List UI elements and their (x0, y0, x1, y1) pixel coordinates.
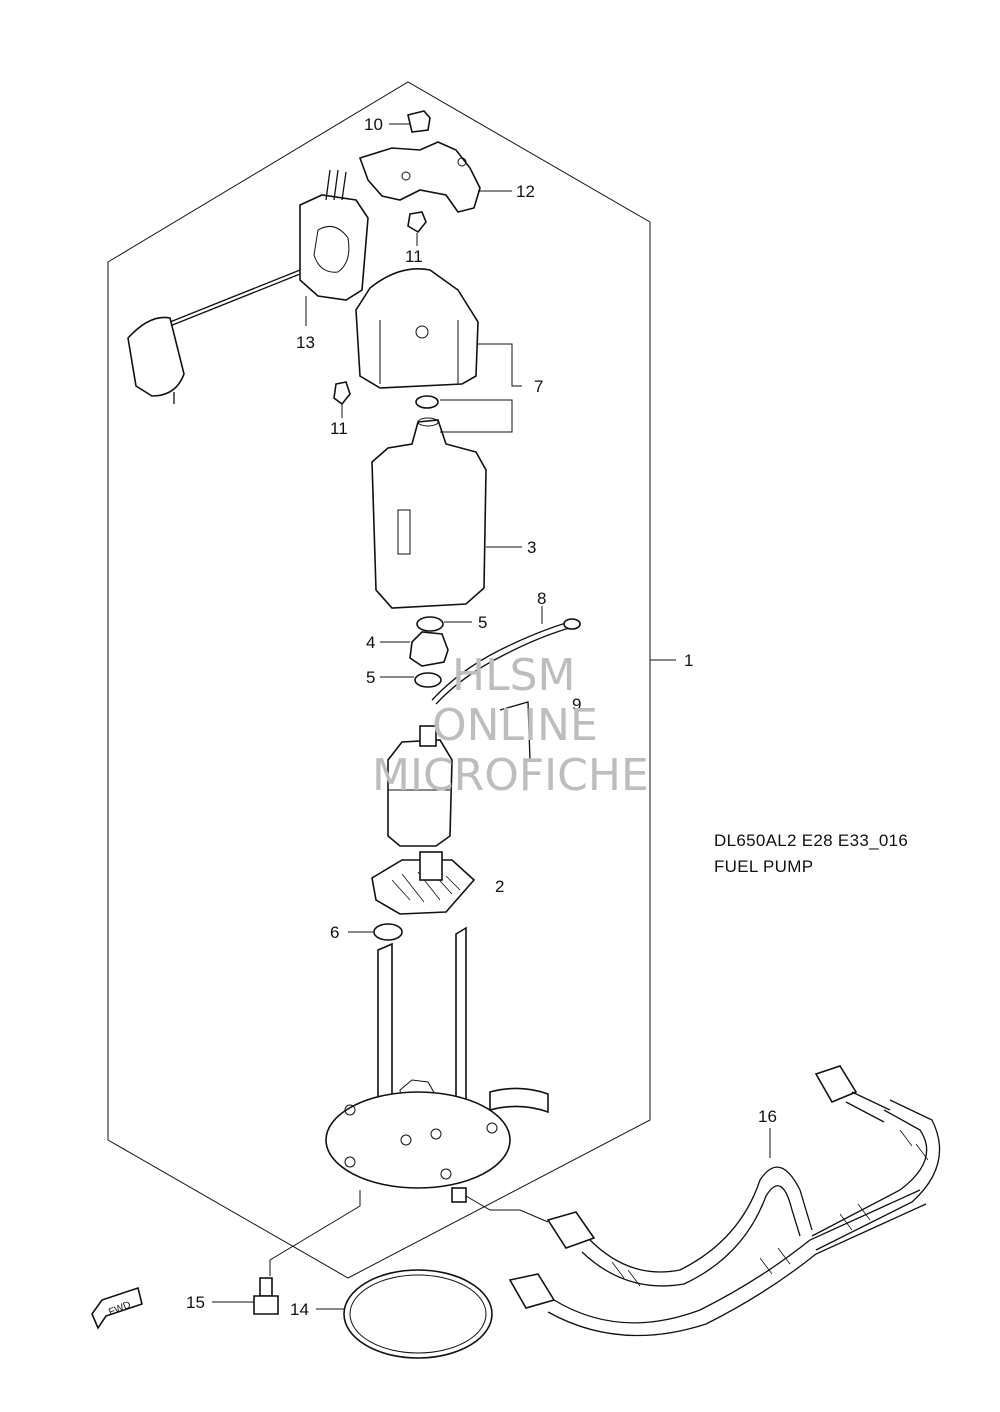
clip (407, 110, 431, 133)
pump-bracket-frame (377, 926, 467, 1136)
bolt (253, 1277, 279, 1315)
callout-9: 9 (572, 695, 581, 714)
o-ring-5-upper (416, 616, 444, 632)
bracket (358, 141, 481, 213)
watermark-line-2: ONLINE (432, 700, 598, 751)
callout-10: 10 (364, 115, 383, 134)
fuel-pump-motor (387, 725, 453, 847)
nut-lower (333, 381, 351, 406)
watermark-line-1: HLSM (452, 650, 576, 701)
fuel-level-gauge (127, 169, 369, 404)
callout-6: 6 (330, 923, 339, 942)
filter-cover (355, 268, 479, 389)
callout-1: 1 (684, 651, 693, 670)
callout-11-lower: 11 (330, 419, 348, 438)
fuel-hose (508, 1065, 941, 1337)
callout-5-upper: 5 (478, 613, 487, 632)
callout-2: 2 (495, 877, 504, 896)
base-plate (325, 1087, 549, 1203)
callout-16: 16 (758, 1107, 777, 1126)
nut-upper (407, 211, 427, 234)
strainer (371, 851, 476, 915)
fuel-filter-case (371, 417, 487, 609)
watermark-line-3: MICROFICHE (372, 750, 649, 801)
model-code: DL650AL2 E28 E33_016 (714, 831, 908, 850)
callout-7: 7 (534, 377, 543, 396)
leader-lines (212, 123, 771, 1310)
callout-15: 15 (186, 1293, 205, 1312)
o-ring-7 (415, 395, 439, 409)
callout-3: 3 (527, 538, 536, 557)
o-ring-5-lower (414, 672, 442, 688)
gasket (343, 1269, 493, 1359)
callout-13: 13 (296, 333, 315, 352)
lead-wire-9 (499, 701, 531, 761)
fwd-arrow: FWD (91, 1286, 143, 1330)
assembly-outline (107, 81, 651, 1279)
callout-8: 8 (537, 589, 546, 608)
callout-14: 14 (290, 1300, 309, 1319)
cushion-ring (373, 923, 403, 941)
pressure-regulator (409, 631, 449, 667)
callout-4: 4 (366, 633, 375, 652)
callout-5-lower: 5 (366, 668, 375, 687)
lead-wire (431, 618, 581, 705)
callout-11-upper: 11 (405, 247, 423, 266)
callout-12: 12 (516, 182, 535, 201)
diagram-title: FUEL PUMP (714, 857, 813, 876)
